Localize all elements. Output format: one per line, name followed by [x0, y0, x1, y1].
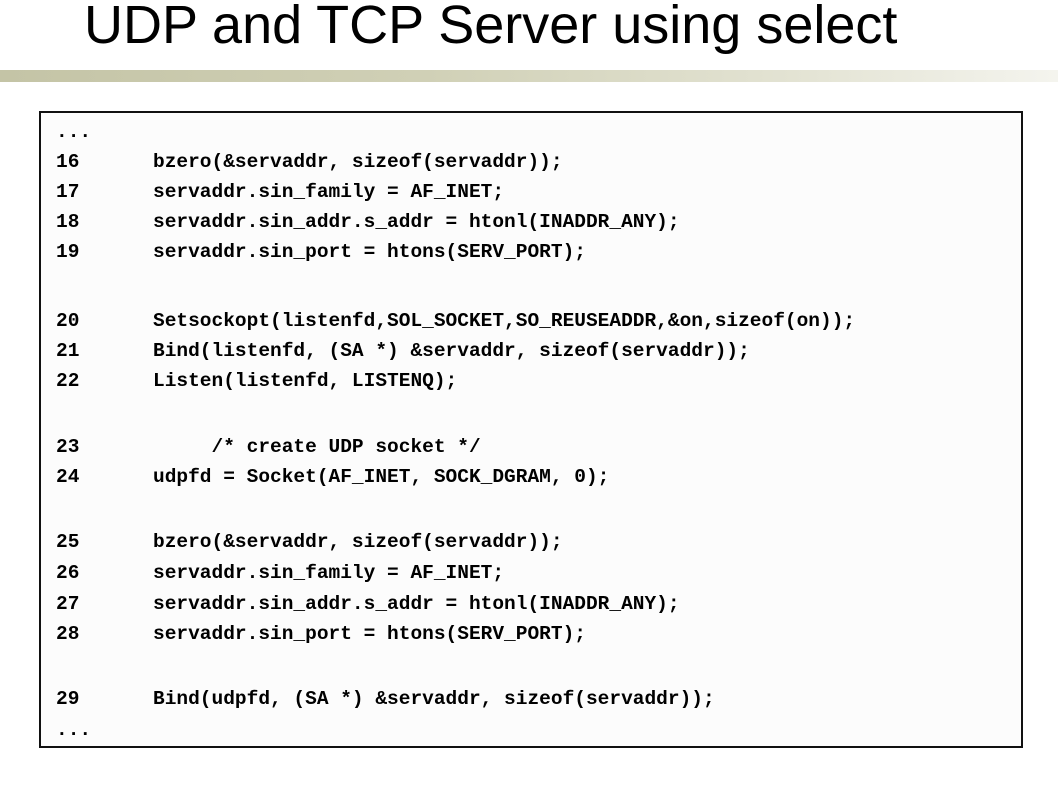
line-number: ...: [56, 719, 92, 741]
line-number: 21: [56, 340, 80, 362]
code-line: 18 servaddr.sin_addr.s_addr = htonl(INADD…: [56, 208, 680, 236]
code-text: /* create UDP socket */: [153, 436, 481, 458]
code-text: servaddr.sin_family = AF_INET;: [153, 181, 505, 203]
code-line: ...: [56, 716, 153, 744]
code-line: 19 servaddr.sin_port = htons(SERV_PORT);: [56, 238, 586, 266]
code-text: Listen(listenfd, LISTENQ);: [153, 370, 458, 392]
title-underline-bar: [0, 70, 1058, 82]
code-line: 22 Listen(listenfd, LISTENQ);: [56, 367, 457, 395]
line-number: 25: [56, 531, 80, 553]
line-number: 20: [56, 310, 80, 332]
code-line: 24 udpfd = Socket(AF_INET, SOCK_DGRAM, 0)…: [56, 463, 609, 491]
code-line: ...: [56, 118, 153, 146]
code-text: bzero(&servaddr, sizeof(servaddr));: [153, 531, 563, 553]
line-number: 18: [56, 211, 80, 233]
code-text: udpfd = Socket(AF_INET, SOCK_DGRAM, 0);: [153, 466, 610, 488]
code-text: Bind(listenfd, (SA *) &servaddr, sizeof(…: [153, 340, 750, 362]
code-line: 27 servaddr.sin_addr.s_addr = htonl(INADD…: [56, 590, 680, 618]
line-number: 17: [56, 181, 80, 203]
line-number: 29: [56, 688, 80, 710]
code-line: 16 bzero(&servaddr, sizeof(servaddr));: [56, 148, 563, 176]
line-number: 19: [56, 241, 80, 263]
code-line: 29 Bind(udpfd, (SA *) &servaddr, sizeof(s…: [56, 685, 715, 713]
line-number: 23: [56, 436, 80, 458]
code-line: 23 /* create UDP socket */: [56, 433, 481, 461]
code-line: 25 bzero(&servaddr, sizeof(servaddr));: [56, 528, 563, 556]
code-listing-box: ... 16 bzero(&servaddr, sizeof(servaddr))…: [39, 111, 1023, 748]
code-text: bzero(&servaddr, sizeof(servaddr));: [153, 151, 563, 173]
code-line: 26 servaddr.sin_family = AF_INET;: [56, 559, 504, 587]
code-line: 28 servaddr.sin_port = htons(SERV_PORT);: [56, 620, 586, 648]
slide-title: UDP and TCP Server using select: [84, 0, 898, 55]
code-text: servaddr.sin_port = htons(SERV_PORT);: [153, 623, 586, 645]
code-line: 20 Setsockopt(listenfd,SOL_SOCKET,SO_REUS…: [56, 307, 855, 335]
line-number: ...: [56, 121, 92, 143]
code-line: 21 Bind(listenfd, (SA *) &servaddr, sizeo…: [56, 337, 750, 365]
code-text: servaddr.sin_port = htons(SERV_PORT);: [153, 241, 586, 263]
code-text: Setsockopt(listenfd,SOL_SOCKET,SO_REUSEA…: [153, 310, 856, 332]
line-number: 24: [56, 466, 80, 488]
line-number: 28: [56, 623, 80, 645]
code-text: servaddr.sin_addr.s_addr = htonl(INADDR_…: [153, 211, 680, 233]
code-text: Bind(udpfd, (SA *) &servaddr, sizeof(ser…: [153, 688, 715, 710]
line-number: 22: [56, 370, 80, 392]
code-line: 17 servaddr.sin_family = AF_INET;: [56, 178, 504, 206]
code-text: servaddr.sin_family = AF_INET;: [153, 562, 505, 584]
line-number: 27: [56, 593, 80, 615]
line-number: 26: [56, 562, 80, 584]
code-text: servaddr.sin_addr.s_addr = htonl(INADDR_…: [153, 593, 680, 615]
line-number: 16: [56, 151, 80, 173]
